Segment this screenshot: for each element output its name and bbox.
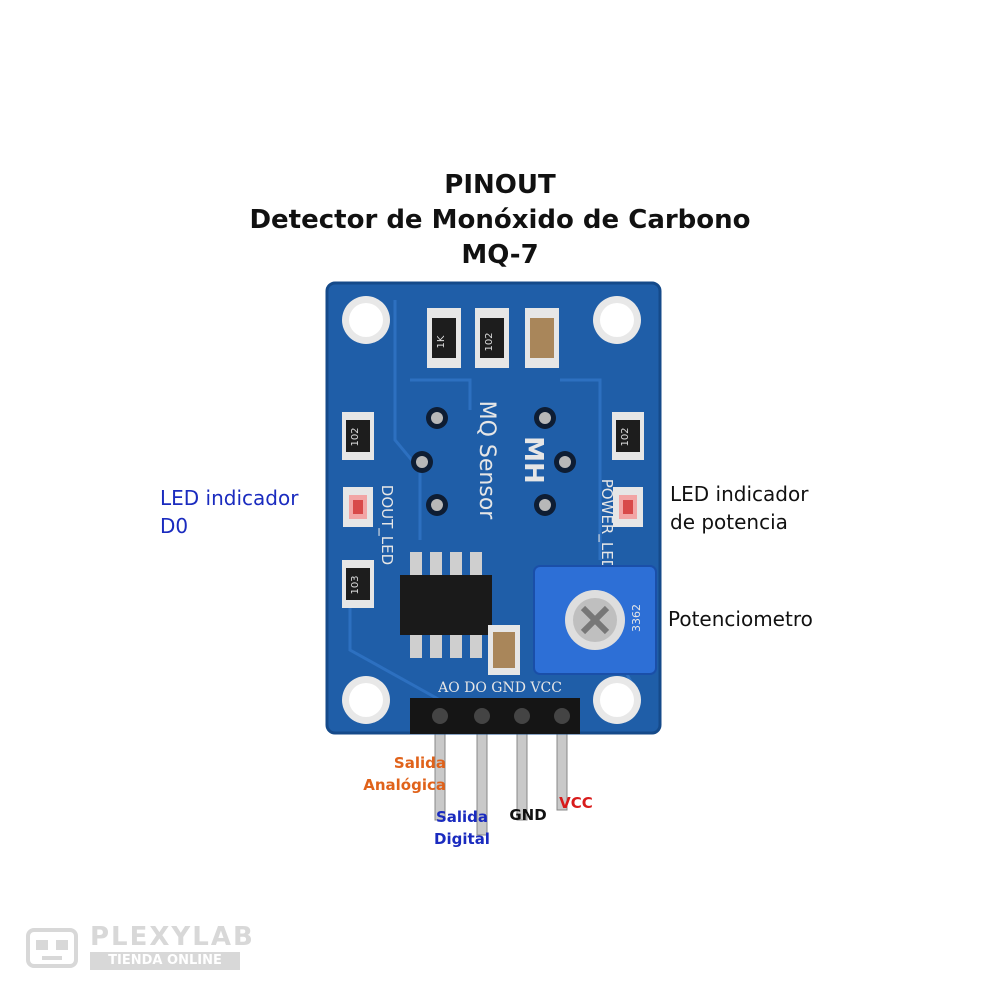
logo-sub: TIENDA ONLINE <box>90 952 240 970</box>
mounting-holes <box>342 296 641 724</box>
ic-chip <box>400 552 492 658</box>
robot-face-icon <box>26 928 78 968</box>
plexylab-logo: PLEXYLAB TIENDA ONLINE <box>24 922 254 972</box>
res3-silk: 102 <box>350 427 361 446</box>
do-label-2: Digital <box>434 830 490 848</box>
title-line-2: Detector de Monóxido de Carbono <box>249 205 751 235</box>
led-power <box>613 487 643 527</box>
right-resistor <box>612 412 644 460</box>
res2-silk: 102 <box>484 332 495 351</box>
led-power-label-2: de potencia <box>670 510 788 534</box>
logo-name: PLEXYLAB <box>90 922 255 952</box>
power-led-silk: POWER_LED <box>597 479 616 571</box>
title-line-1: PINOUT <box>444 170 556 200</box>
do-label-1: Salida <box>435 808 489 826</box>
led-d0 <box>343 487 373 527</box>
title-line-3: MQ-7 <box>461 240 539 270</box>
ao-label-1: Salida <box>393 754 446 772</box>
pin-header <box>410 698 580 734</box>
top-resistors <box>427 308 559 368</box>
res5-silk: 103 <box>350 575 361 594</box>
brand-silk: MH <box>518 436 548 484</box>
led-d0-label-1: LED indicador <box>160 486 299 510</box>
capacitor <box>488 625 520 675</box>
gnd-label: GND <box>509 806 547 824</box>
led-power-label-1: LED indicador <box>670 482 809 506</box>
pin-header-silk: AO DO GND VCC <box>437 680 562 696</box>
left-resistor-2 <box>342 560 374 608</box>
pot-silk: 3362 <box>630 604 643 632</box>
ao-label-2: Analógica <box>363 776 446 794</box>
res4-silk: 102 <box>620 427 631 446</box>
left-resistor <box>342 412 374 460</box>
res1-silk: 1K <box>436 335 447 348</box>
potentiometer <box>533 565 657 675</box>
led-d0-label-2: D0 <box>160 514 189 538</box>
sensor-leads <box>411 407 576 516</box>
sensor-silk: MQ Sensor <box>474 401 499 521</box>
pot-label: Potenciometro <box>668 607 813 631</box>
vcc-label: VCC <box>559 794 593 812</box>
dout-led-silk: DOUT_LED <box>377 485 396 565</box>
